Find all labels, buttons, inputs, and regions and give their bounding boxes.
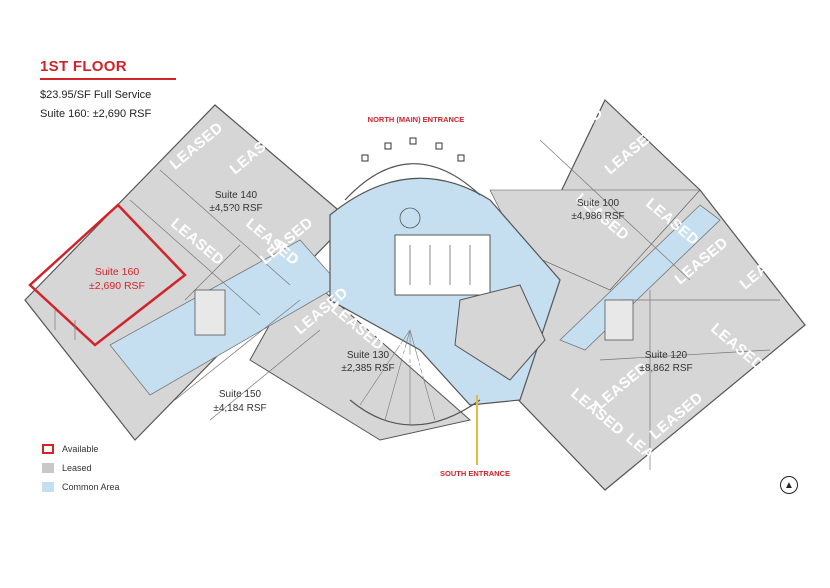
title-divider	[40, 78, 176, 80]
legend-label: Leased	[62, 463, 92, 473]
suite-name: Suite 100	[577, 198, 620, 209]
floor-title: 1ST FLOOR	[40, 58, 127, 75]
floor-header: 1ST FLOOR $23.95/SF Full Service Suite 1…	[40, 58, 180, 120]
legend-item-leased: Leased	[42, 461, 120, 475]
legend-label: Common Area	[62, 482, 120, 492]
suite-area: ±4,986 RSF	[571, 211, 624, 222]
suite-name: Suite 140	[215, 190, 258, 201]
suite-160-available[interactable]	[28, 203, 187, 347]
suite-area: ±2,385 RSF	[341, 363, 394, 374]
common-swatch	[42, 482, 54, 492]
suite-area: ±2,690 RSF	[89, 280, 145, 292]
south-entrance-arc	[349, 329, 481, 465]
north-entrance-label: NORTH (MAIN) ENTRANCE	[368, 115, 465, 124]
legend: Available Leased Common Area	[42, 442, 120, 499]
suite-area: ±8,862 RSF	[639, 363, 692, 374]
right-wing	[479, 98, 806, 491]
central-common-area	[329, 177, 561, 406]
rate-text: $23.95/SF Full Service	[40, 89, 152, 101]
suite-name: Suite 150	[219, 389, 262, 400]
suite-area: ±4,184 RSF	[213, 403, 266, 414]
suite-name: Suite 130	[347, 350, 390, 361]
north-entrance-arc	[344, 137, 481, 201]
suite-name: Suite 160	[95, 266, 140, 278]
legend-item-available: Available	[42, 442, 120, 456]
suite-labels: Suite 140 ±4,5?0 RSF Suite 100 ±4,986 RS…	[89, 190, 693, 414]
available-swatch	[42, 444, 54, 454]
suite-name: Suite 120	[645, 350, 688, 361]
suite-area: ±4,5?0 RSF	[209, 203, 262, 214]
legend-item-common: Common Area	[42, 480, 120, 494]
legend-label: Available	[62, 444, 99, 454]
left-wing	[24, 104, 472, 441]
leased-swatch	[42, 463, 54, 473]
north-arrow-icon: ▲	[780, 476, 798, 494]
leased-label: LEASED	[177, 415, 237, 469]
suite-availability-text: Suite 160: ±2,690 RSF	[40, 108, 152, 120]
south-entrance-label: SOUTH ENTRANCE	[440, 469, 510, 478]
